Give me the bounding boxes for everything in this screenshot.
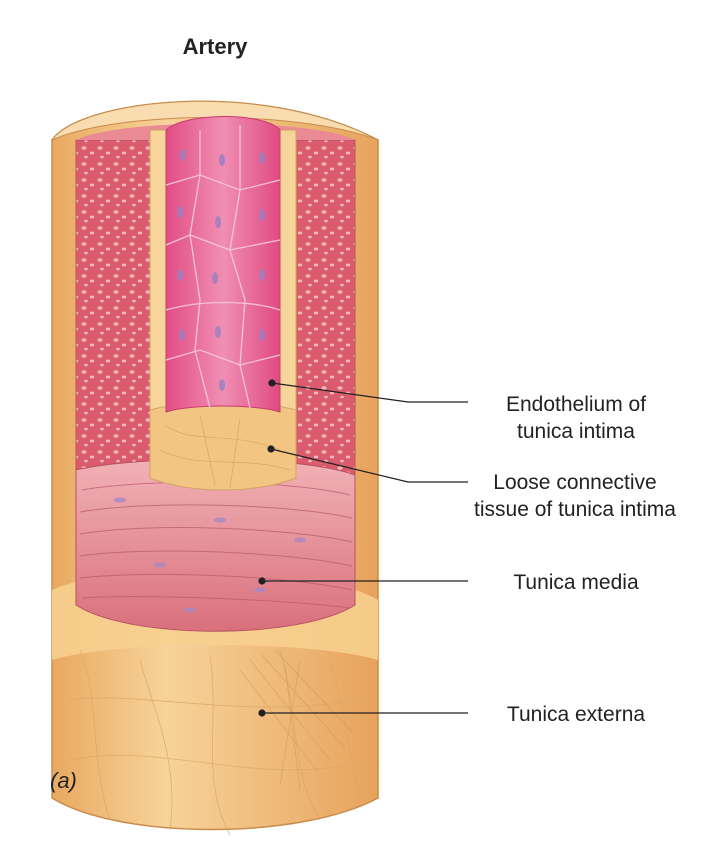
label-loose-connective: Loose connective tissue of tunica intima [474,471,676,521]
leader-lines [258,379,468,717]
label-endothelium: Endothelium of tunica intima [505,393,647,443]
leader-media [258,577,468,585]
diagram-title: Artery [182,34,248,59]
loose-connective-shape [149,129,297,491]
label-tunica-externa: Tunica externa [506,703,646,726]
endothelium-shape [165,116,281,413]
leader-loose-connective [267,445,468,483]
leader-endothelium [268,379,468,403]
panel-label: (a) [50,768,77,793]
leader-externa [258,709,468,717]
label-tunica-media: Tunica media [513,571,639,594]
